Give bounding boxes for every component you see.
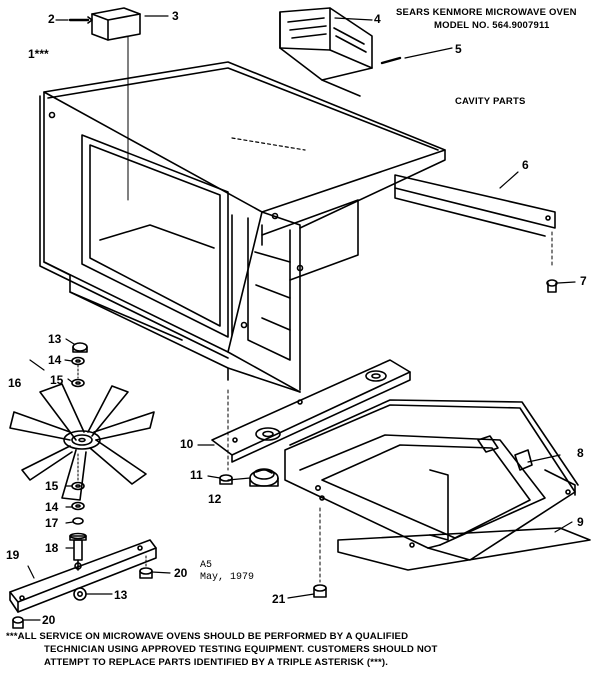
oven-cavity-assembly (39, 61, 446, 393)
callout-3: 3 (172, 9, 179, 23)
callout-18: 18 (45, 541, 59, 555)
part-21-screw (313, 507, 327, 598)
leader-lines (23, 15, 576, 621)
callout-20: 20 (174, 566, 188, 580)
part-2-screw (68, 16, 93, 24)
callout-10: 10 (180, 437, 194, 451)
callout-16: 16 (8, 376, 22, 390)
callout-20-lower: 20 (42, 613, 56, 627)
callout-13: 13 (48, 332, 62, 346)
callout-13-lower: 13 (114, 588, 128, 602)
callout-14: 14 (48, 353, 62, 367)
part-20-screw-left (12, 616, 24, 629)
stamp-code: A5 (200, 560, 213, 571)
part-19-fan-bracket (9, 539, 157, 613)
callout-14-lower: 14 (45, 500, 59, 514)
part-7-screw (546, 279, 558, 293)
part-10-base-plate (211, 359, 411, 463)
callout-7: 7 (580, 274, 587, 288)
part-12-coupler (249, 468, 279, 487)
part-5-screw (380, 56, 402, 65)
callout-19: 19 (6, 548, 20, 562)
part-20-screw-right (139, 555, 153, 579)
fan-assembly (9, 342, 155, 571)
service-warning-line-1: ***ALL SERVICE ON MICROWAVE OVENS SHOULD… (6, 631, 409, 642)
callout-5: 5 (455, 42, 462, 56)
model-number: MODEL NO. 564.9007911 (434, 20, 550, 31)
part-8-tray (284, 399, 579, 561)
callout-6: 6 (522, 158, 529, 172)
callout-11: 11 (190, 468, 203, 482)
diagram-title: SEARS KENMORE MICROWAVE OVEN (396, 7, 577, 18)
part-13-nut-lower (73, 587, 87, 601)
part-9-sheet (337, 527, 591, 571)
callout-15: 15 (50, 373, 64, 387)
callout-8: 8 (577, 446, 584, 460)
part-3-block (91, 7, 141, 201)
callout-12: 12 (208, 492, 222, 506)
callout-9: 9 (577, 515, 584, 529)
part-6-bracket (394, 174, 556, 269)
callout-15-lower: 15 (45, 479, 59, 493)
service-warning-line-3: ATTEMPT TO REPLACE PARTS IDENTIFIED BY A… (44, 657, 389, 668)
callout-2: 2 (48, 12, 55, 26)
service-warning-line-2: TECHNICIAN USING APPROVED TESTING EQUIPM… (44, 644, 438, 655)
callout-1: 1*** (28, 47, 49, 61)
callout-17: 17 (45, 516, 59, 530)
section-title: CAVITY PARTS (455, 96, 526, 107)
callout-21: 21 (272, 592, 286, 606)
stamp-date: May, 1979 (200, 572, 255, 583)
callout-4: 4 (374, 12, 381, 26)
part-4-vent-duct (279, 7, 373, 97)
part-11-screw (219, 389, 233, 485)
